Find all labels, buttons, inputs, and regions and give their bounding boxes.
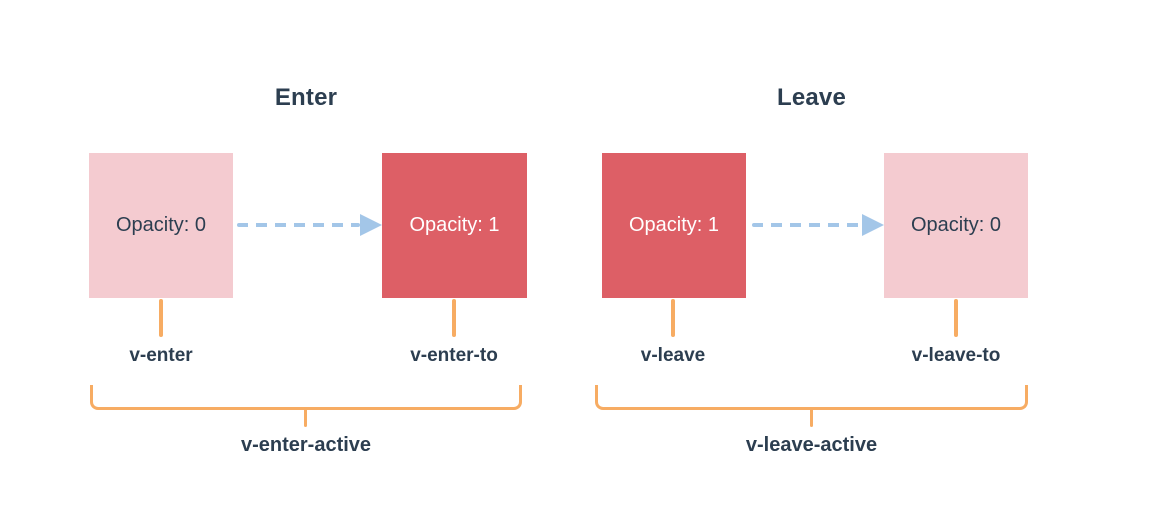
opacity-label: Opacity: 0: [910, 214, 1002, 236]
leave-section: Leave Opacity: 1 Opacity: 0 v-leave v-le…: [595, 0, 1028, 512]
class-label-v-enter-active: v-enter-active: [240, 434, 372, 456]
leave-to-box: Opacity: 0: [884, 153, 1028, 298]
leave-transition-arrow: [752, 203, 884, 247]
section-title-enter: Enter: [274, 84, 338, 111]
class-label-v-enter: v-enter: [129, 345, 193, 366]
bracket-tick: [809, 407, 813, 427]
enter-transition-arrow: [237, 203, 382, 247]
opacity-label: Opacity: 1: [628, 214, 720, 236]
enter-section: Enter Opacity: 0 Opacity: 1 v-enter v-en…: [89, 0, 527, 512]
enter-from-connector-line: [159, 299, 163, 337]
enter-active-range-bracket: [90, 385, 522, 427]
enter-from-box: Opacity: 0: [89, 153, 233, 298]
arrow-head-icon: [862, 214, 884, 236]
leave-from-box: Opacity: 1: [602, 153, 746, 298]
class-label-v-leave: v-leave: [640, 345, 706, 366]
class-label-v-leave-to: v-leave-to: [911, 345, 1001, 366]
bracket-tick: [304, 407, 307, 427]
section-title-leave: Leave: [776, 84, 847, 111]
enter-to-connector-line: [452, 299, 456, 337]
leave-to-connector-line: [954, 299, 958, 337]
opacity-label: Opacity: 0: [115, 214, 207, 236]
arrow-head-icon: [360, 214, 382, 236]
leave-active-range-bracket: [595, 385, 1028, 427]
class-label-v-leave-active: v-leave-active: [745, 434, 878, 456]
leave-from-connector-line: [671, 299, 675, 337]
arrow-dashed-line: [752, 223, 862, 227]
enter-to-box: Opacity: 1: [382, 153, 527, 298]
opacity-label: Opacity: 1: [409, 214, 500, 236]
arrow-dashed-line: [237, 223, 360, 227]
class-label-v-enter-to: v-enter-to: [410, 345, 498, 366]
